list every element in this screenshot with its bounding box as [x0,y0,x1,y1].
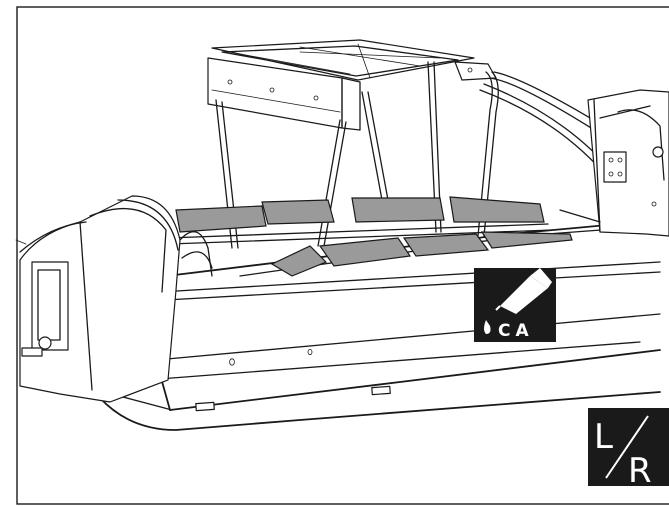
diagram-frame [16,6,669,505]
ca-glue-badge: CA [474,268,556,342]
left-right-both-sides-icon [605,415,649,479]
lr-badge-right-letter: R [628,451,652,491]
lr-badge-background [588,408,669,486]
left-right-badge: L R [588,408,669,491]
glue-bottle-drop-icon [484,268,552,334]
fuselage-body [99,221,661,431]
lr-badge-left-letter: L [594,417,613,457]
upper-side-windows [167,196,553,245]
rear-fuselage [559,89,669,237]
canopy-frame [207,39,621,249]
ca-badge-label: CA [498,321,534,341]
nose-cowl [15,195,213,403]
